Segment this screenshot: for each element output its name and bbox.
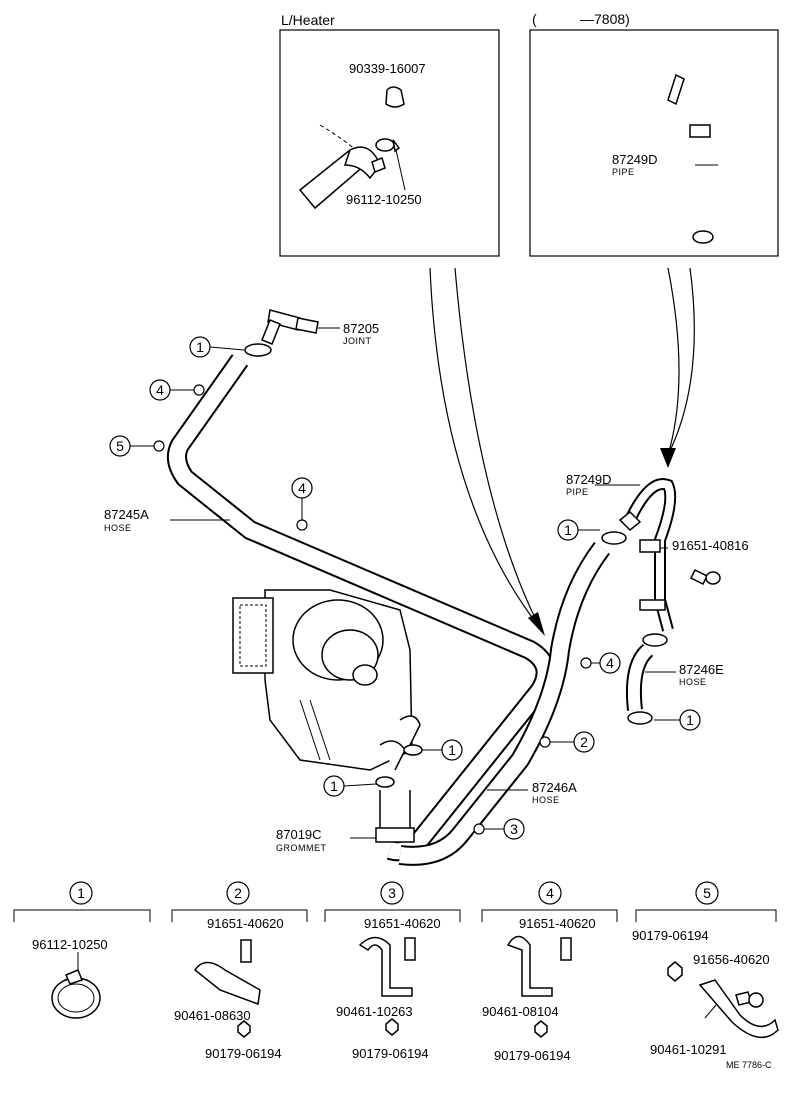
svg-text:4: 4 xyxy=(156,382,164,398)
inset-pipe-title-open: ( xyxy=(532,11,537,27)
bolt-91651-40816: 91651-40816 xyxy=(660,538,749,586)
legend-4-clip xyxy=(506,935,553,997)
hose-a-part-desc: HOSE xyxy=(104,523,132,533)
legend-4-part-2: 90461-08104 xyxy=(482,1004,559,1019)
callout-4-top: 4 xyxy=(149,379,205,401)
legend-2-clip xyxy=(193,961,261,1006)
arrow-pipe-head xyxy=(660,448,676,468)
legend-3-part-1: 91651-40620 xyxy=(364,916,441,931)
arrow-l-heater-head xyxy=(528,612,545,636)
legend-group-2: 2 91651-40620 90461-08630 90179-06194 xyxy=(171,881,308,1061)
legend-4-bolt xyxy=(560,937,572,961)
joint-87205: 87205 JOINT xyxy=(244,309,379,357)
callout-1-pipe: 1 xyxy=(557,519,600,541)
heater-unit xyxy=(232,589,421,843)
legend-5-part-3: 90461-10291 xyxy=(650,1042,727,1057)
grommet-part-desc: GROMMET xyxy=(276,843,327,853)
legend-4-part-1: 91651-40620 xyxy=(519,916,596,931)
grommet xyxy=(375,827,415,843)
arrow-l-heater xyxy=(429,267,541,629)
pipe-part-desc: PIPE xyxy=(566,487,589,497)
callout-4-mid: 4 xyxy=(291,477,313,531)
legend-3-part-3: 90179-06194 xyxy=(352,1046,429,1061)
legend-2-nut xyxy=(237,1020,251,1038)
svg-text:4: 4 xyxy=(298,480,306,496)
legend-4-part-3: 90179-06194 xyxy=(494,1048,571,1063)
inset-pipe-part-number: 87249D xyxy=(612,152,658,167)
legend-3-clip xyxy=(358,936,413,997)
hose-b-part-desc: HOSE xyxy=(532,795,560,805)
svg-text:1: 1 xyxy=(448,742,456,758)
inset-pipe-7808: ( —7808) 87249D PIPE xyxy=(529,11,779,257)
legend-3-bolt xyxy=(404,937,416,961)
hose-e-part-number: 87246E xyxy=(679,662,724,677)
legend-group-5: 5 90179-06194 91656-40620 90461-10291 xyxy=(632,881,779,1057)
callout-2-main: 2 xyxy=(539,731,595,753)
svg-text:1: 1 xyxy=(196,339,204,355)
legend-5-clip xyxy=(698,979,779,1039)
hose-e-part-desc: HOSE xyxy=(679,677,707,687)
hose-87246e: 87246E HOSE xyxy=(625,643,724,725)
callout-3-main: 3 xyxy=(473,818,525,840)
callout-5-left: 5 xyxy=(109,435,165,457)
heater-flange xyxy=(232,597,274,674)
inset-cap xyxy=(385,86,405,108)
hose-a-part-number: 87245A xyxy=(104,507,149,522)
legend-2-bolt xyxy=(240,939,252,963)
legend-2-part-2: 90461-08630 xyxy=(174,1008,251,1023)
legend-group-3: 3 91651-40620 90461-10263 90179-06194 xyxy=(324,881,461,1061)
svg-text:5: 5 xyxy=(116,438,124,454)
inset-hose-end xyxy=(343,146,381,180)
legend-3-nut xyxy=(385,1018,399,1036)
legend-group-1: 1 96112-10250 xyxy=(13,881,151,1019)
inset-pipe-title-range: —7808) xyxy=(580,11,630,27)
inset-l-heater: L/Heater 90339-16007 96112-10250 xyxy=(279,12,500,257)
svg-text:2: 2 xyxy=(234,885,242,901)
grommet-part-number: 87019C xyxy=(276,827,322,842)
legend-5-part-2: 91656-40620 xyxy=(693,952,770,967)
callout-1-joint: 1 xyxy=(189,336,245,358)
svg-text:2: 2 xyxy=(580,734,588,750)
svg-text:3: 3 xyxy=(388,885,396,901)
svg-text:4: 4 xyxy=(606,655,614,671)
svg-text:3: 3 xyxy=(510,821,518,837)
pipe-part-number: 87249D xyxy=(566,472,612,487)
joint-part-number: 87205 xyxy=(343,321,379,336)
legend-4-nut xyxy=(534,1020,548,1038)
joint-part-desc: JOINT xyxy=(343,336,372,346)
svg-text:1: 1 xyxy=(686,712,694,728)
callout-1-heater-lower: 1 xyxy=(323,775,395,797)
inset-pipe-part-desc: PIPE xyxy=(612,167,635,177)
hose-b-part-number: 87246A xyxy=(532,780,577,795)
legend-group-4: 4 91651-40620 90461-08104 90179-06194 xyxy=(481,881,618,1063)
inset-cap-part-number: 90339-16007 xyxy=(349,61,426,76)
legend-2-part-3: 90179-06194 xyxy=(205,1046,282,1061)
svg-text:5: 5 xyxy=(703,885,711,901)
legend-5-part-1: 90179-06194 xyxy=(632,928,709,943)
callout-1-heater-upper: 1 xyxy=(403,739,463,761)
heater-pipe-upper xyxy=(399,715,421,746)
svg-text:1: 1 xyxy=(330,778,338,794)
inset-pipe-frame xyxy=(529,29,779,257)
callout-4-right: 4 xyxy=(580,652,621,674)
legend-5-nut xyxy=(667,961,683,982)
legend-1-part-1: 96112-10250 xyxy=(32,937,108,952)
inset-clamp xyxy=(375,138,395,152)
svg-text:1: 1 xyxy=(564,522,572,538)
drawing-code: ME 7786-C xyxy=(726,1060,772,1070)
legend-2-part-1: 91651-40620 xyxy=(207,916,284,931)
legend-3-part-2: 90461-10263 xyxy=(336,1004,413,1019)
hose-87246a xyxy=(398,541,611,866)
arrow-pipe xyxy=(667,267,680,456)
svg-text:1: 1 xyxy=(77,885,85,901)
inset-l-heater-frame xyxy=(279,29,500,257)
svg-text:4: 4 xyxy=(546,885,554,901)
inset-l-heater-title: L/Heater xyxy=(281,12,335,28)
callout-1-hose-e: 1 xyxy=(654,709,701,731)
legend: 1 96112-10250 2 91651-40620 90461-08630 … xyxy=(13,881,779,1063)
inset-clamp-part-number: 96112-10250 xyxy=(346,192,422,207)
pipe-87249d: 87249D PIPE xyxy=(566,472,677,647)
bolt-part-number: 91651-40816 xyxy=(672,538,749,553)
